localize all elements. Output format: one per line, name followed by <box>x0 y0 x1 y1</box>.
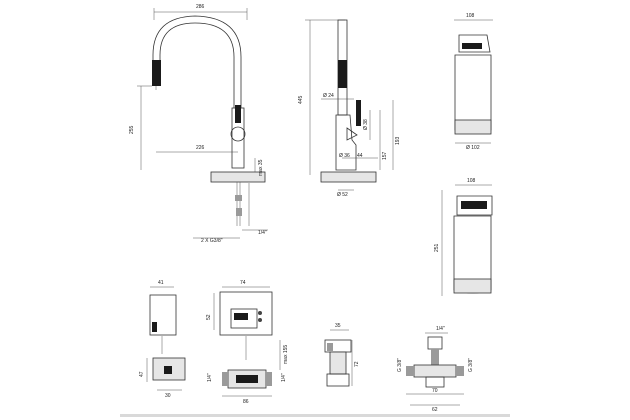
dim-filter-top-width: 108 <box>466 13 475 19</box>
control-unit: 74 52 max 155 1/4" 1/4" 86 <box>206 280 289 405</box>
dim-side-spout-dia: Ø 24 <box>323 93 334 99</box>
junction-box: 41 47 30 <box>139 280 186 399</box>
dim-side-h157: 157 <box>382 151 388 160</box>
dim-tee-width-70: 70 <box>432 388 438 394</box>
valve-assembly: 35 72 <box>324 323 360 387</box>
dim-side-base-dia: Ø 36 <box>339 153 350 159</box>
filter-top-base <box>454 119 492 135</box>
dim-box-height: 47 <box>139 371 145 377</box>
filter-cartridge-top: 108 Ø 102 <box>454 13 493 151</box>
dim-side-h193: 193 <box>395 136 401 145</box>
dim-tap-connections: 2 X G3/8" <box>201 238 223 244</box>
dim-box-width: 41 <box>158 280 164 286</box>
dim-ctrl-base-width: 86 <box>243 399 249 405</box>
dim-tee-left: G 3/8" <box>397 358 403 372</box>
dim-ctrl-width: 74 <box>240 280 246 286</box>
dim-tee-right: G 3/8" <box>468 358 474 372</box>
knurled-aerator <box>152 60 161 86</box>
dim-tap-width: 286 <box>196 4 205 10</box>
dim-box-depth: 30 <box>165 393 171 399</box>
valve-body <box>329 351 347 375</box>
tee-connector: 1/4" G 3/8" G 3/8" 70 62 <box>397 326 474 413</box>
filter-cartridge-mounted: 108 251 <box>434 178 493 296</box>
dim-side-foot-dia: Ø 52 <box>337 192 348 198</box>
dim-tap-hose: 1/4" <box>258 230 267 236</box>
ctrl-display <box>230 308 258 329</box>
side-knurled-grip <box>338 60 347 88</box>
dim-ctrl-height: 52 <box>206 314 212 320</box>
tap-side-view: 445 Ø 24 Ø 38 Ø 36 44 157 193 Ø 52 <box>298 19 401 198</box>
dim-ctrl-pipe-right: 1/4" <box>281 373 287 382</box>
dim-ctrl-pipe-left: 1/4" <box>207 373 213 382</box>
dim-side-handle-dia: Ø 38 <box>363 119 369 130</box>
dim-filter2-width: 108 <box>467 178 476 184</box>
filter2-base <box>453 278 492 294</box>
dim-tap-height: 255 <box>129 125 135 134</box>
tap-front-view: 286 255 226 max 35 1/4" 2 X G3/8" <box>129 4 268 244</box>
dim-ctrl-max: max 155 <box>283 345 289 364</box>
dim-tee-width-62: 62 <box>432 407 438 413</box>
dim-filter-body-dia: Ø 102 <box>466 145 480 151</box>
tap-deck-plate <box>210 171 266 183</box>
dim-side-offset: 44 <box>357 153 363 159</box>
dim-tee-top: 1/4" <box>436 326 445 332</box>
dim-side-height: 445 <box>298 95 304 104</box>
dim-tap-reach: 226 <box>196 145 205 151</box>
dim-tap-max-deck: max 35 <box>258 159 264 176</box>
tee-body <box>413 364 457 378</box>
dim-valve-height: 72 <box>354 361 360 367</box>
dim-filter2-height: 251 <box>434 243 440 252</box>
bottom-rule <box>120 414 510 417</box>
side-deck-plate <box>320 171 377 183</box>
dim-valve-width: 35 <box>335 323 341 329</box>
